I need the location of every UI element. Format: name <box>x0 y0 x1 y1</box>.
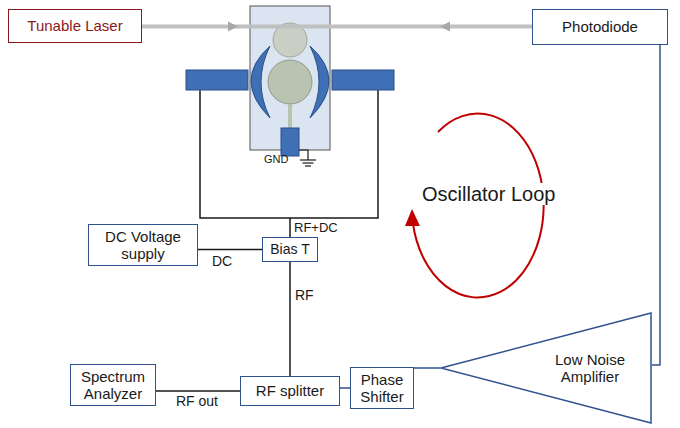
rf-dc-wire <box>289 218 291 239</box>
optical-fiber <box>142 25 532 29</box>
ground-wire <box>299 150 308 160</box>
node-text: DC Voltage supply <box>92 228 194 263</box>
electrode-wire <box>200 90 378 218</box>
ground-symbol <box>300 159 316 160</box>
right-electrode-bar <box>332 70 394 90</box>
bias-tee-box: Bias T <box>262 237 318 261</box>
dc-line <box>198 249 262 251</box>
node-text: Phase Shifter <box>354 371 410 406</box>
fiber-arrow <box>228 22 238 32</box>
right-electrode <box>310 46 329 118</box>
loop-arrow <box>413 114 544 298</box>
rf-line <box>652 45 660 365</box>
signal-label: RF+DC <box>294 221 338 235</box>
ground-symbol <box>305 165 311 166</box>
phase-shifter-box: Phase Shifter <box>350 367 414 410</box>
loop-label: Oscillator Loop <box>420 183 557 205</box>
edge-label: DC <box>212 254 232 269</box>
ground-symbol <box>303 162 314 163</box>
lower-disk <box>268 60 312 104</box>
rf-line <box>340 387 350 389</box>
amplifier-triangle: Low Noise Amplifier <box>440 312 652 424</box>
rf-line <box>414 367 440 369</box>
rf-splitter-box: RF splitter <box>240 376 340 406</box>
loop-arrowhead <box>405 209 420 226</box>
node-text: Photodiode <box>562 18 638 35</box>
node-text: Spectrum Analyzer <box>74 368 152 403</box>
ground-pad <box>281 128 299 156</box>
edge-label: RF out <box>176 394 218 409</box>
laser-box: Tunable Laser <box>8 9 142 43</box>
node-text: Low Noise Amplifier <box>540 351 640 386</box>
spectrum-analyzer-box: Spectrum Analyzer <box>70 364 156 406</box>
rf-line <box>289 262 291 376</box>
rf-line <box>156 390 240 392</box>
photodiode-box: Photodiode <box>532 9 668 45</box>
node-text: RF splitter <box>256 382 324 399</box>
dc-supply-box: DC Voltage supply <box>88 224 198 266</box>
disk-stem <box>288 104 292 130</box>
node-text: Tunable Laser <box>27 17 122 34</box>
edge-label: RF <box>295 288 314 303</box>
ground-label: GND <box>264 153 288 165</box>
left-electrode <box>251 46 270 118</box>
node-text: Bias T <box>270 241 309 257</box>
left-electrode-bar <box>186 70 248 90</box>
fiber-arrow <box>440 22 450 32</box>
